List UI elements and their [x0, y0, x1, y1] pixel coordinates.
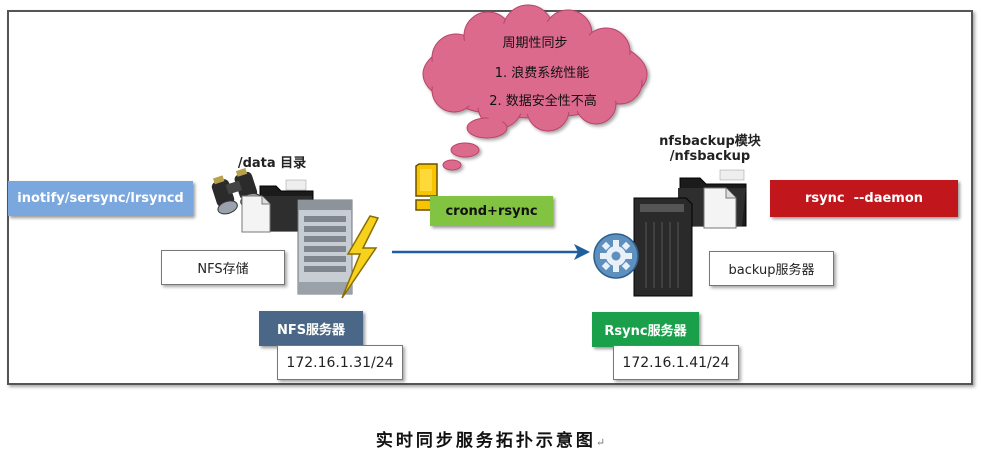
cloud-title: 周期性同步 — [502, 36, 568, 51]
rsync-server-ip: 172.16.1.41/24 — [613, 345, 739, 380]
rsync-daemon-label: rsync --daemon — [770, 180, 958, 217]
nfs-storage-label: NFS存储 — [161, 250, 285, 285]
data-folder-label: /data 目录 — [237, 156, 307, 171]
module-label-line2: /nfsbackup — [669, 149, 751, 164]
cloud-line-2: 2. 数据安全性不高 — [489, 94, 597, 109]
diagram-caption: 实时同步服务拓扑示意图↵ — [0, 426, 981, 451]
tool-label: inotify/sersync/lrsyncd — [8, 181, 193, 216]
alert-icon — [415, 163, 438, 211]
file-icon — [241, 195, 271, 233]
gear-icon — [593, 233, 639, 279]
caption-text: 实时同步服务拓扑示意图 — [375, 431, 596, 451]
nfs-server-tag: NFS服务器 — [259, 311, 363, 346]
nfs-server-ip: 172.16.1.31/24 — [277, 345, 403, 380]
cloud-line-1: 1. 浪费系统性能 — [494, 66, 590, 81]
rsync-server-icon — [633, 197, 693, 297]
backup-server-label: backup服务器 — [709, 251, 834, 286]
module-label-line1: nfsbackup模块 — [659, 134, 761, 149]
lightning-icon — [341, 215, 380, 299]
crond-rsync-label: crond+rsync — [430, 196, 553, 226]
backup-file-icon — [703, 187, 737, 229]
sync-arrow — [392, 244, 590, 260]
nfs-server-icon — [297, 199, 353, 295]
rsync-server-tag: Rsync服务器 — [592, 312, 699, 347]
caption-return-mark: ↵ — [595, 436, 606, 449]
